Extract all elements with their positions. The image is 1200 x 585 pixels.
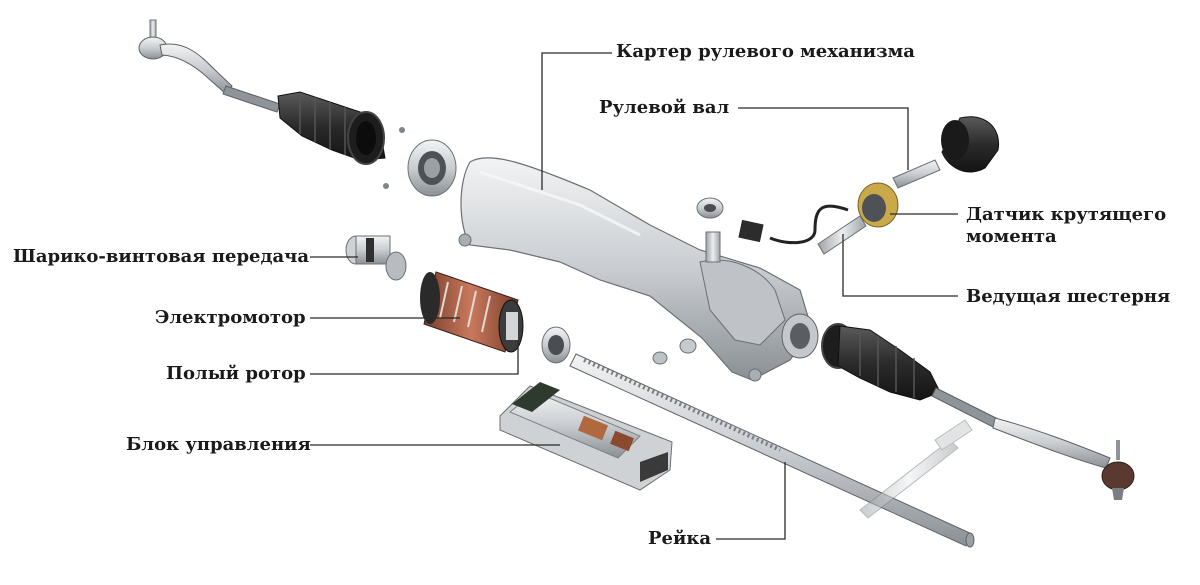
leader-rack: [716, 462, 786, 540]
label-housing: Картер рулевого механизма: [616, 41, 915, 62]
steering-shaft-part: [892, 116, 1000, 189]
leader-pinion: [842, 234, 958, 297]
right-tie-rod: [931, 387, 1135, 500]
steering-housing: [458, 157, 819, 382]
label-torque-sensor: Датчик крутящего момента: [966, 204, 1167, 247]
leader-housing: [541, 52, 612, 190]
leader-hollow-rotor: [310, 340, 519, 375]
left-tie-rod: [138, 19, 281, 113]
leader-lines: [310, 52, 958, 540]
leader-steering-shaft: [738, 107, 909, 170]
ball-screw-part: [345, 235, 407, 281]
electric-motor-part: [420, 271, 524, 353]
right-boot: [821, 323, 941, 401]
torque-sensor-part: [738, 182, 899, 245]
label-steering-shaft: Рулевой вал: [599, 97, 730, 118]
steering-rack: [569, 353, 975, 548]
seal-ring: [696, 197, 724, 263]
label-control-unit: Блок управления: [126, 434, 311, 455]
label-pinion: Ведущая шестерня: [966, 286, 1171, 307]
label-hollow-rotor: Полый ротор: [166, 363, 306, 384]
left-boot: [277, 91, 386, 165]
label-electric-motor: Электромотор: [155, 307, 306, 328]
small-nut-parts: [652, 338, 697, 365]
label-rack: Рейка: [648, 528, 711, 549]
rotor-bearing: [541, 326, 571, 364]
left-bearing-flange: [383, 127, 457, 197]
pinion-part: [817, 215, 867, 255]
pinion-ghost: [859, 419, 973, 519]
control-unit-part: [499, 382, 673, 491]
label-ball-screw: Шарико-винтовая передача: [13, 246, 309, 267]
